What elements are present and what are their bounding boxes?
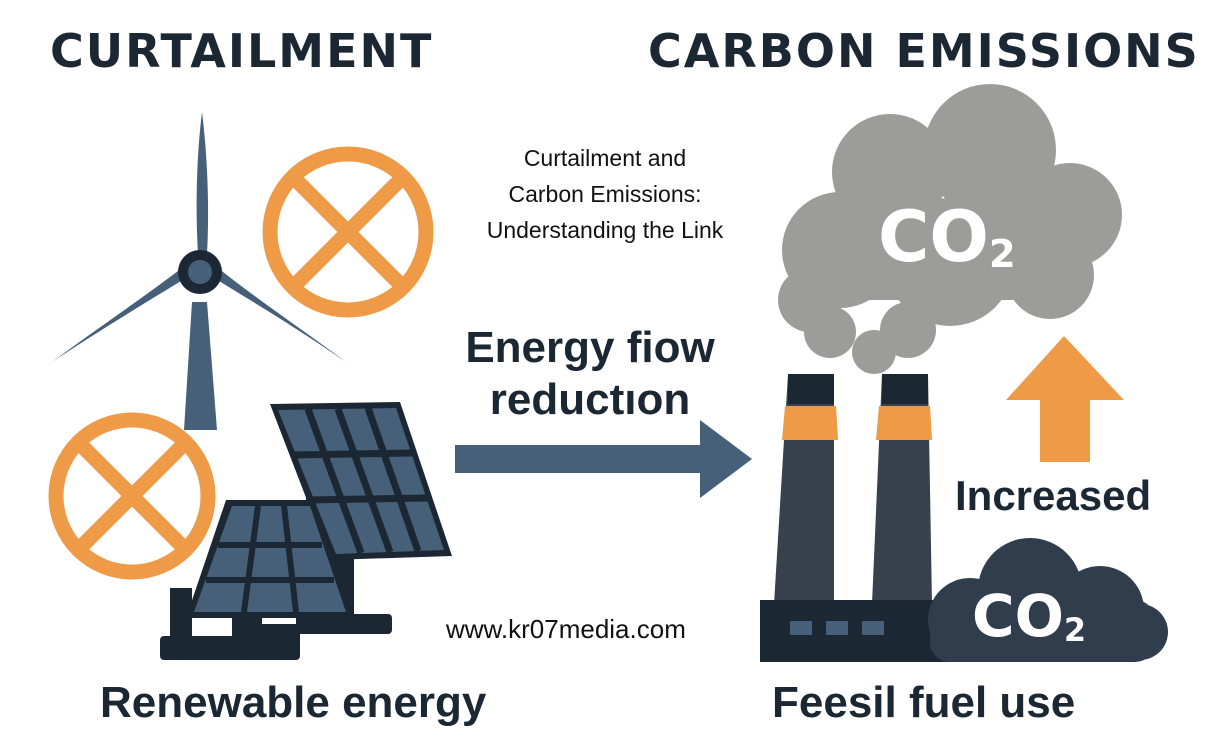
arrow-right-icon — [455, 420, 752, 498]
heading-curtailment: CURTAILMENT — [50, 24, 434, 78]
flow-line: Energy fiow — [465, 323, 715, 372]
factory-icon — [760, 374, 950, 662]
smoke-cloud-icon — [778, 84, 1122, 374]
caption-line: Understanding the Link — [486, 217, 724, 243]
co2-subscript: 2 — [1063, 610, 1087, 649]
arrow-up-icon — [1006, 336, 1124, 462]
footer-fossil-fuel-use: Feesil fuel use — [772, 678, 1076, 727]
crossed-circle-icon — [48, 412, 216, 580]
wind-turbine-icon — [52, 112, 346, 430]
co2-label-top: CO2 — [878, 196, 1016, 278]
heading-carbon-emissions: CARBON EMISSIONS — [648, 24, 1200, 78]
increased-label: Increased — [955, 472, 1152, 519]
caption-line: Curtailment and — [523, 145, 687, 171]
caption-title: Curtailment and Carbon Emissions: Unders… — [455, 140, 755, 248]
crossed-circle-icon — [262, 146, 434, 318]
energy-flow-label: Energy fiow reductıon — [420, 322, 760, 426]
footer-renewable-energy: Renewable energy — [100, 678, 487, 727]
co2-text: CO — [972, 582, 1064, 650]
co2-text: CO — [878, 196, 989, 278]
website-url: www.kr07media.com — [446, 614, 686, 644]
co2-subscript: 2 — [988, 231, 1016, 277]
solar-panel-icon — [160, 500, 354, 660]
co2-label-bottom: CO2 — [972, 582, 1086, 650]
smoke-cloud-icon — [928, 538, 1168, 662]
caption-line: Carbon Emissions: — [508, 181, 702, 207]
flow-line: reductıon — [489, 375, 691, 424]
